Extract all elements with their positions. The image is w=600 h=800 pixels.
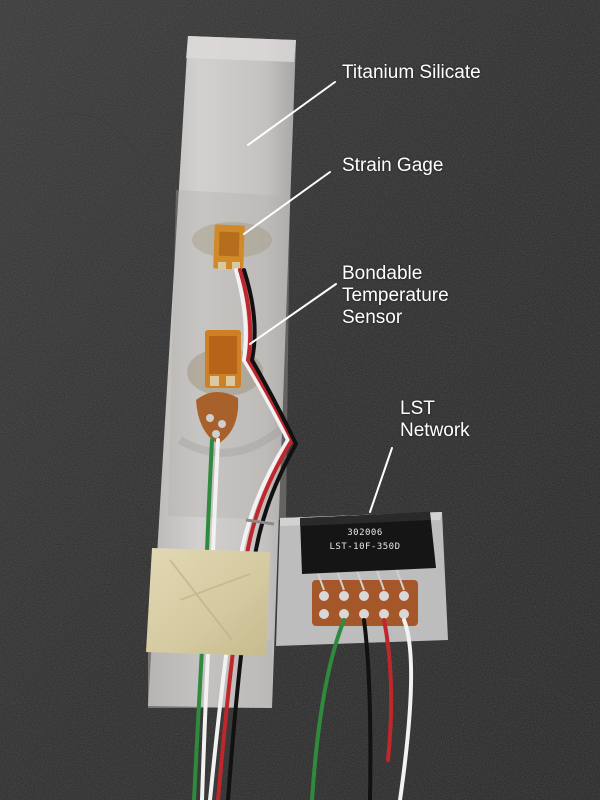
label-temperature-sensor: Bondable Temperature Sensor [342,263,449,329]
label-titanium-text: Titanium Silicate [342,62,481,83]
lst-network-chip [300,512,436,574]
leader-lst [369,447,393,513]
chip-marking-line2: LST-10F-350D [329,542,401,552]
leader-titanium [247,81,336,146]
masking-tape [146,548,270,656]
label-lst-line2: Network [400,420,470,441]
strain-gage [213,224,245,270]
label-lst-network: LST Network [400,398,470,442]
label-strain-text: Strain Gage [342,155,444,176]
leader-strain [243,171,331,235]
sensor-wires [192,268,299,800]
bondable-temperature-sensor [196,330,241,444]
label-temp-line3: Sensor [342,307,403,328]
label-temp-line2: Temperature [342,285,449,306]
label-strain-gage: Strain Gage [342,155,443,177]
label-lst-line1: LST [400,398,435,419]
chip-marking-line1: 302006 [347,528,383,538]
leader-lines [243,81,393,513]
label-temp-line1: Bondable [342,263,423,284]
label-titanium-silicate: Titanium Silicate [342,62,481,84]
lst-wires [310,618,414,800]
leader-temp [249,283,337,345]
